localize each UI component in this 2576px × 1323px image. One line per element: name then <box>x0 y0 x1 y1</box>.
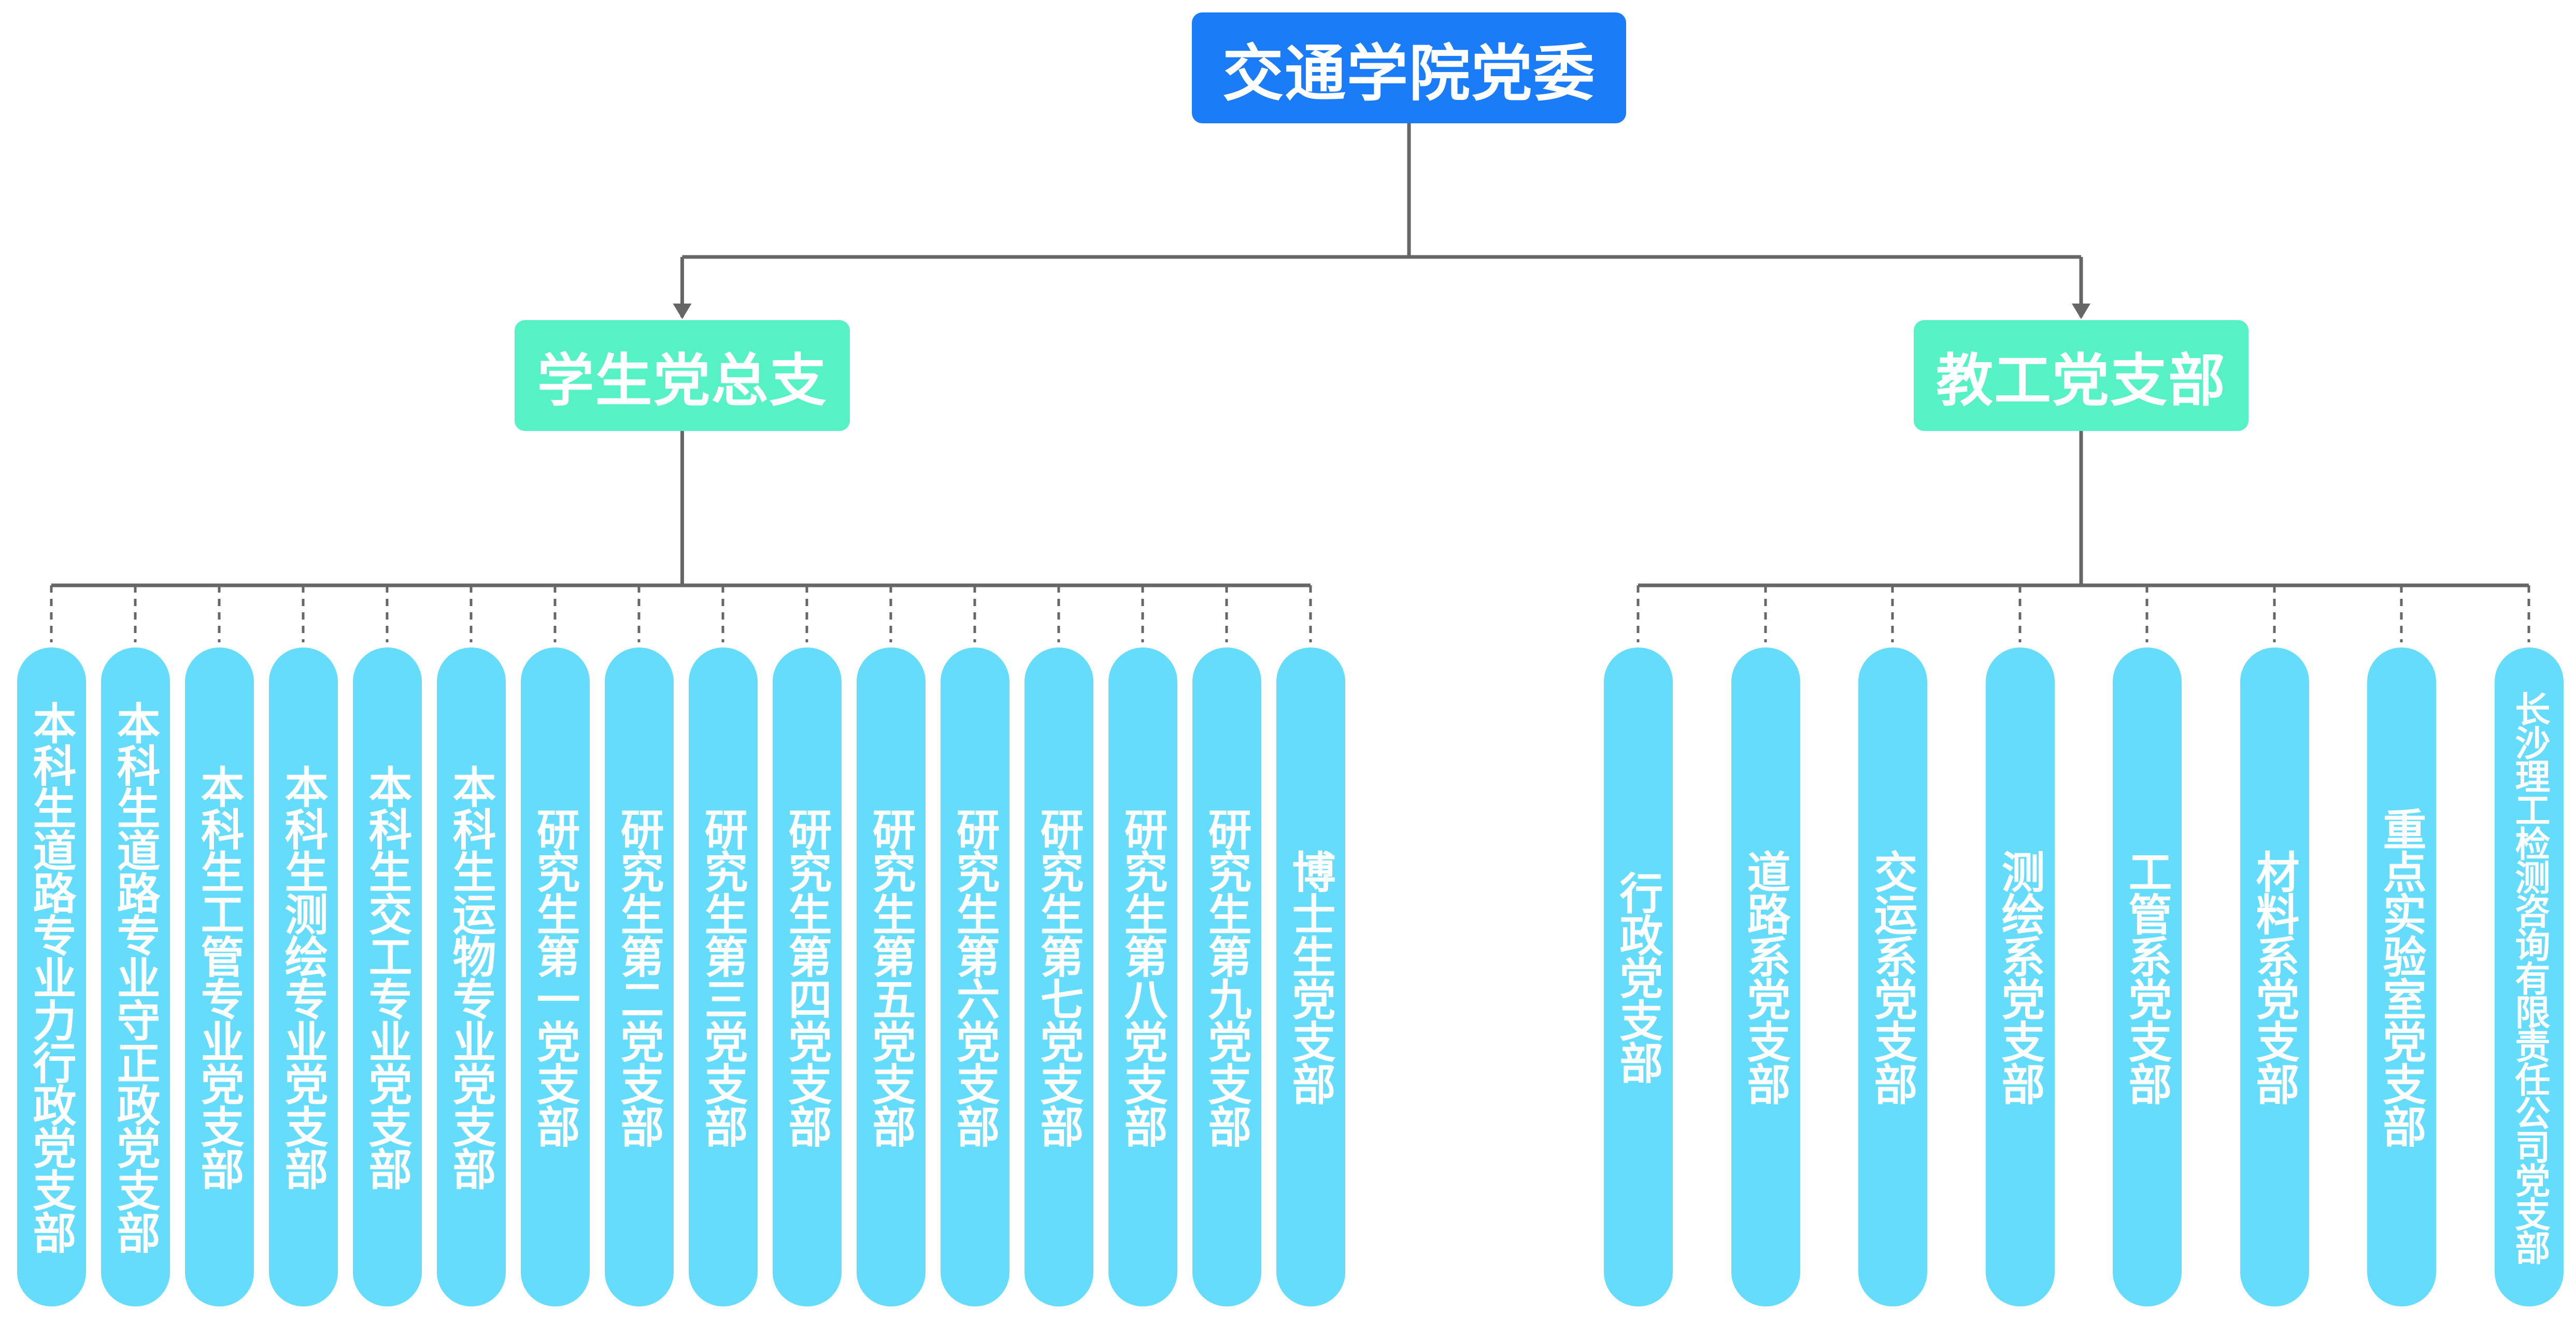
leaf-node: 本科生道路专业力行政党支部 <box>17 648 86 1306</box>
leaf-node: 工管系党支部 <box>2112 648 2182 1306</box>
leaf-node: 研究生第五党支部 <box>856 648 926 1306</box>
leaf-node: 交运系党支部 <box>1858 648 1927 1306</box>
leaf-node: 重点实验室党支部 <box>2367 648 2436 1306</box>
leaf-node: 研究生第七党支部 <box>1024 648 1093 1306</box>
leaf-node: 博士生党支部 <box>1276 648 1345 1306</box>
leaf-node: 研究生第三党支部 <box>688 648 758 1306</box>
leaf-node: 本科生交工专业党支部 <box>352 648 422 1306</box>
leaf-node: 研究生第九党支部 <box>1192 648 1261 1306</box>
branch-arrow-icon <box>673 304 692 319</box>
leaf-node: 道路系党支部 <box>1731 648 1800 1306</box>
leaf-node: 本科生工管专业党支部 <box>184 648 254 1306</box>
leaf-node: 本科生运物专业党支部 <box>436 648 506 1306</box>
leaf-node: 本科生测绘专业党支部 <box>268 648 338 1306</box>
branch-node-faculty-branch: 教工党支部 <box>1914 320 2248 431</box>
branch-node-student-general-branch: 学生党总支 <box>515 320 850 431</box>
leaf-node: 研究生第二党支部 <box>604 648 674 1306</box>
leaf-node: 材料系党支部 <box>2240 648 2309 1306</box>
leaf-node: 长沙理工检测咨询有限责任公司党支部 <box>2494 648 2564 1306</box>
branch-arrow-icon <box>2072 304 2090 319</box>
leaf-node: 本科生道路专业守正政党支部 <box>101 648 170 1306</box>
leaf-node: 测绘系党支部 <box>1985 648 2055 1306</box>
leaf-node: 研究生第八党支部 <box>1108 648 1177 1306</box>
leaf-node: 研究生第六党支部 <box>940 648 1009 1306</box>
leaf-node: 研究生第四党支部 <box>772 648 842 1306</box>
leaf-node: 行政党支部 <box>1603 648 1673 1306</box>
root-node: 交通学院党委 <box>1192 12 1626 123</box>
leaf-node: 研究生第一党支部 <box>520 648 590 1306</box>
